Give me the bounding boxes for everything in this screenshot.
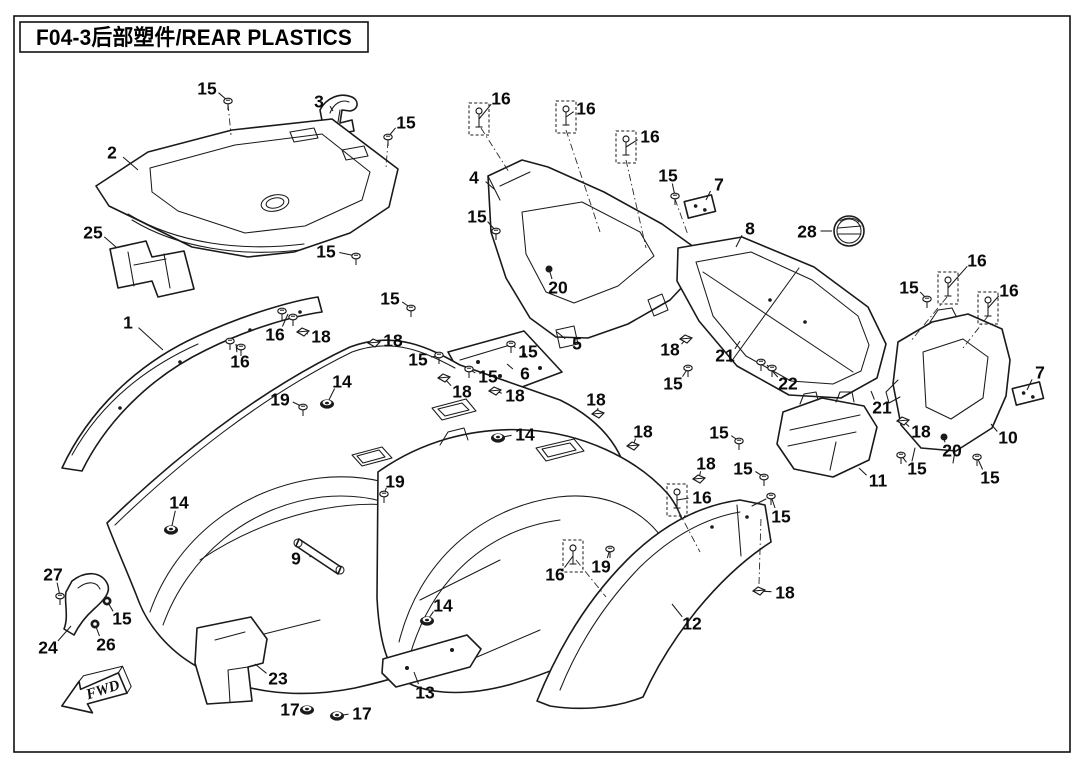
callout-6: 6 — [520, 364, 530, 384]
callout-18: 18 — [505, 386, 525, 406]
callout-15: 15 — [709, 423, 729, 443]
callout-15: 15 — [380, 289, 400, 309]
callout-18: 18 — [775, 583, 795, 603]
callout-12: 12 — [682, 614, 702, 634]
callout-14: 14 — [332, 372, 352, 392]
callout-7: 7 — [714, 175, 724, 195]
part-9-support-rod — [293, 538, 345, 575]
callout-22: 22 — [778, 374, 798, 394]
callout-20: 20 — [942, 441, 962, 461]
callout-16: 16 — [692, 488, 712, 508]
callout-15: 15 — [112, 609, 132, 629]
callout-15: 15 — [518, 342, 538, 362]
part-24-bracket — [63, 572, 110, 636]
part-13-fender-strip — [381, 634, 482, 688]
callout-16: 16 — [491, 89, 511, 109]
callout-18: 18 — [311, 327, 331, 347]
callout-15: 15 — [396, 113, 416, 133]
part-23-mud-flap — [194, 616, 268, 705]
callout-18: 18 — [911, 422, 931, 442]
callout-14: 14 — [169, 493, 189, 513]
part-4-5-rear-rack — [487, 159, 701, 349]
part-28-logo-badge — [833, 215, 865, 247]
callout-18: 18 — [452, 382, 472, 402]
callout-15: 15 — [733, 459, 753, 479]
callout-7: 7 — [1035, 363, 1045, 383]
callout-27: 27 — [43, 565, 62, 585]
callout-20: 20 — [548, 278, 568, 298]
callout-10: 10 — [998, 428, 1018, 448]
callout-3: 3 — [314, 92, 324, 112]
callout-16: 16 — [576, 99, 596, 119]
callout-19: 19 — [270, 390, 290, 410]
callout-15: 15 — [658, 166, 678, 186]
callout-17: 17 — [280, 700, 299, 720]
callout-15: 15 — [899, 278, 919, 298]
part-7-plate-a — [683, 194, 717, 219]
callout-11: 11 — [869, 471, 888, 491]
callout-15: 15 — [197, 79, 217, 99]
title-box — [19, 21, 369, 53]
callout-18: 18 — [696, 454, 716, 474]
callout-14: 14 — [515, 425, 535, 445]
callout-16: 16 — [545, 565, 565, 585]
callout-15: 15 — [316, 242, 336, 262]
callout-18: 18 — [383, 331, 403, 351]
callout-13: 13 — [415, 683, 435, 703]
callout-21: 21 — [715, 346, 735, 366]
callout-15: 15 — [478, 367, 498, 387]
callout-18: 18 — [633, 422, 653, 442]
callout-15: 15 — [771, 507, 791, 527]
callout-25: 25 — [83, 223, 103, 243]
callout-15: 15 — [980, 468, 1000, 488]
fwd-arrow: FWD — [60, 665, 132, 714]
callout-4: 4 — [469, 168, 479, 188]
callout-15: 15 — [663, 374, 683, 394]
callout-5: 5 — [572, 334, 582, 354]
callout-23: 23 — [268, 669, 288, 689]
assembly-lines — [227, 103, 989, 598]
part-12-fender-flare — [536, 498, 772, 710]
callout-9: 9 — [291, 549, 301, 569]
callout-17: 17 — [352, 704, 371, 724]
callout-16: 16 — [265, 325, 285, 345]
callout-19: 19 — [385, 472, 405, 492]
callout-26: 26 — [96, 635, 116, 655]
callout-14: 14 — [433, 596, 453, 616]
callout-1: 1 — [123, 313, 133, 333]
part-25-bracket — [109, 240, 195, 298]
part-2-rear-cover — [95, 118, 399, 258]
callout-16: 16 — [999, 281, 1019, 301]
callout-16: 16 — [640, 127, 660, 147]
callout-18: 18 — [586, 390, 606, 410]
callout-24: 24 — [38, 638, 58, 658]
part-7-plate-b — [1011, 381, 1045, 406]
page-title: F04-3后部塑件/REAR PLASTICS — [36, 25, 352, 50]
callout-15: 15 — [467, 207, 487, 227]
callout-15: 15 — [408, 350, 428, 370]
page-border — [13, 15, 1071, 753]
callout-19: 19 — [591, 557, 611, 577]
callout-2: 2 — [107, 143, 117, 163]
callout-15: 15 — [907, 459, 927, 479]
callout-18: 18 — [660, 340, 680, 360]
callout-8: 8 — [745, 219, 755, 239]
part-11-bracket-block — [776, 391, 878, 478]
callout-16: 16 — [230, 352, 250, 372]
part-8-side-panel — [676, 236, 887, 399]
callout-21: 21 — [872, 398, 892, 418]
callout-28: 28 — [797, 222, 817, 242]
callout-16: 16 — [967, 251, 987, 271]
